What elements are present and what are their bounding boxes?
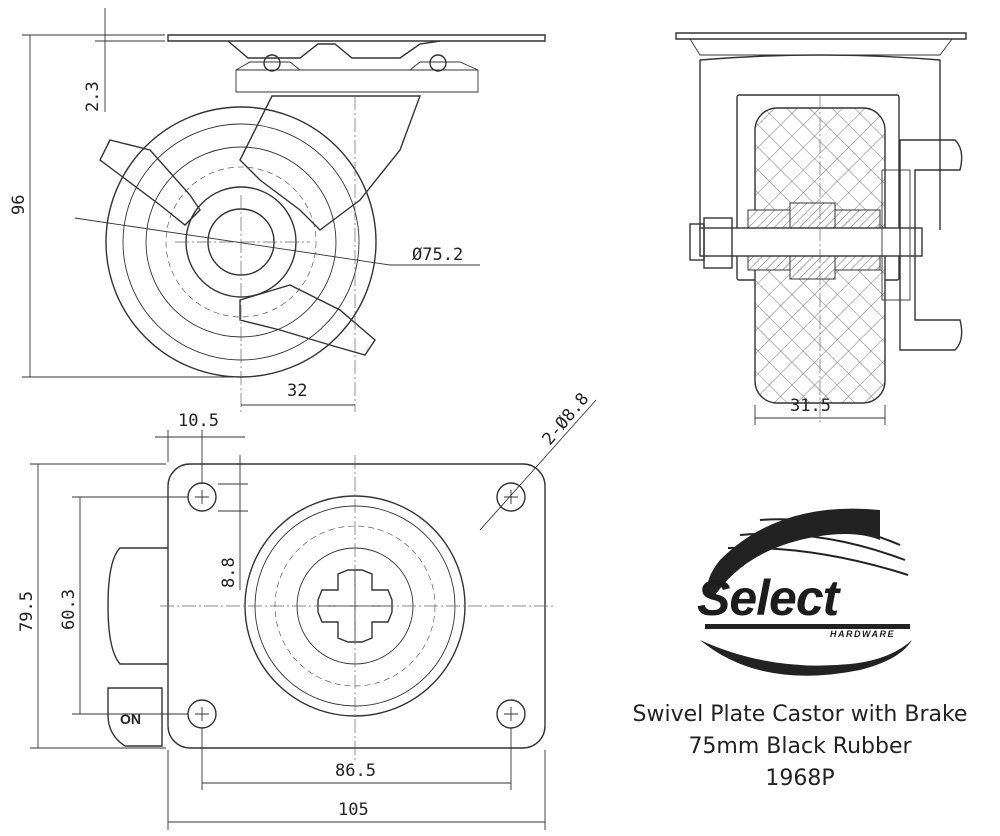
dim-swivel-offset: 32 xyxy=(287,381,307,401)
brand-subtitle: HARDWARE xyxy=(830,629,895,639)
top-plate xyxy=(167,34,546,42)
dim-overall-height: 96 xyxy=(9,195,29,215)
swivel-head xyxy=(235,61,479,93)
brand-name: Select xyxy=(697,570,842,626)
side-view: 2.3 96 Ø75.2 32 xyxy=(9,8,546,412)
mounting-hole-top-right xyxy=(496,482,526,512)
fork-leg xyxy=(239,95,422,231)
dim-hole-diameter: 2-Ø8.8 xyxy=(539,389,594,449)
front-view: 31.5 xyxy=(675,32,967,425)
dim-plate-offset: 2.3 xyxy=(83,81,103,112)
brake-switch xyxy=(107,687,163,747)
caption-subtitle: 75mm Black Rubber xyxy=(688,734,912,759)
axle xyxy=(699,227,923,257)
dim-hole-edge-offset-vertical: 8.8 xyxy=(219,557,239,588)
top-plate-front xyxy=(675,32,967,40)
caption-model: 1968P xyxy=(765,766,835,791)
swivel-housing xyxy=(699,54,941,230)
brand-logo: Select HARDWARE xyxy=(697,508,912,676)
brake-front xyxy=(899,139,963,351)
plan-view: ON 10.5 8.8 2-Ø8.8 79.5 60.3 86.5 xyxy=(17,389,597,830)
dim-hole-edge-offset: 10.5 xyxy=(178,411,219,431)
brake-pedal xyxy=(107,547,168,665)
ball-bearing-left xyxy=(263,54,281,72)
brake-lever-lower xyxy=(239,284,376,356)
bearing-race xyxy=(227,40,441,59)
dim-plate-width: 105 xyxy=(338,800,369,820)
axle-nut xyxy=(703,217,733,269)
dim-plate-length: 79.5 xyxy=(17,591,37,632)
dim-hole-spacing-short: 60.3 xyxy=(59,589,79,630)
brake-on-label: ON xyxy=(120,711,141,727)
dim-wheel-width: 31.5 xyxy=(790,396,831,416)
dim-hole-spacing-long: 86.5 xyxy=(335,761,376,781)
ball-bearing-right xyxy=(429,54,447,72)
dim-wheel-diameter: Ø75.2 xyxy=(412,245,463,265)
brake-lever-upper xyxy=(99,139,201,226)
kingpin-rivet xyxy=(317,569,393,643)
caption-title: Swivel Plate Castor with Brake xyxy=(632,702,968,727)
